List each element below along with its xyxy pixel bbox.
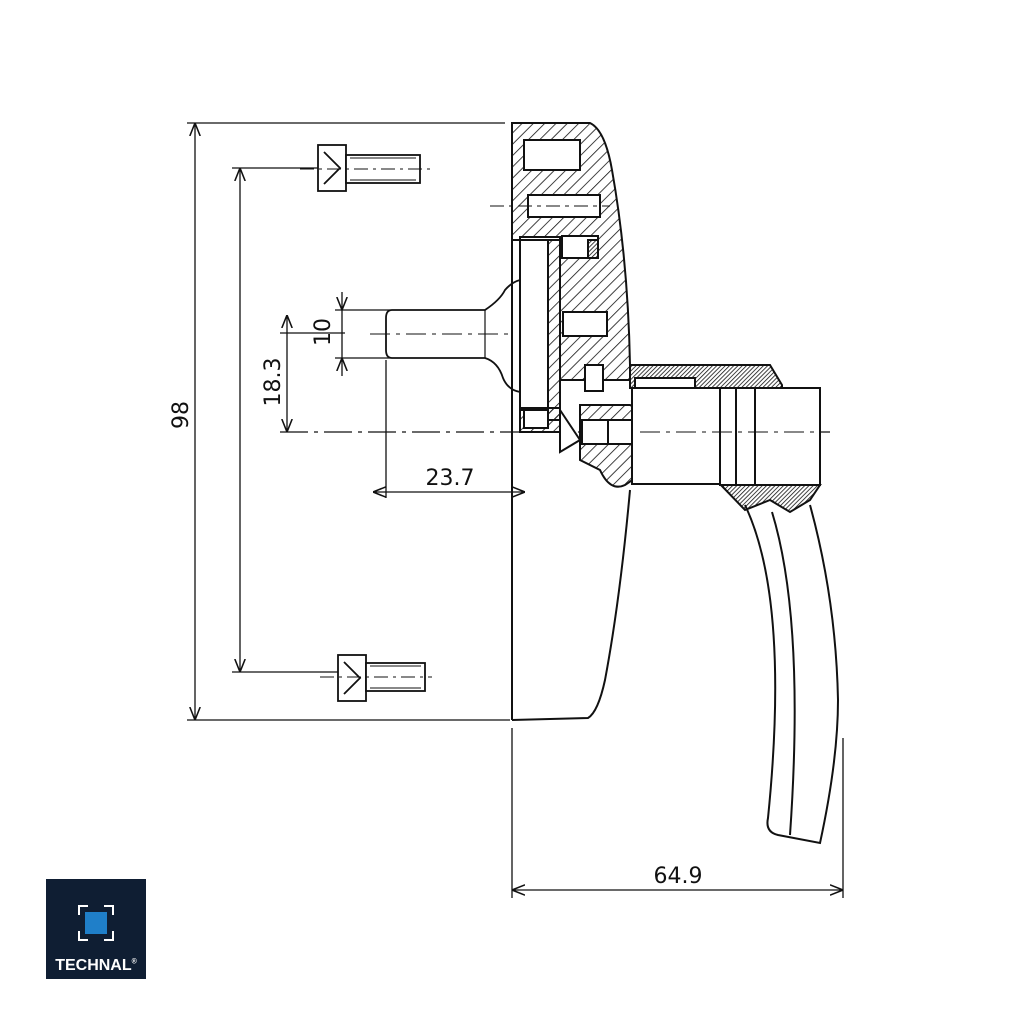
label-spindle-size: 10 — [311, 318, 336, 346]
label-spindle-length: 23.7 — [426, 466, 475, 491]
dimension-projection — [511, 728, 844, 898]
top-screw — [300, 144, 430, 192]
logo-text: TECHNAL® — [55, 957, 137, 974]
handle-body — [490, 122, 654, 721]
spindle — [370, 278, 521, 394]
label-projection: 64.9 — [654, 864, 703, 889]
bottom-screw — [320, 654, 432, 702]
dimension-screw-spacing — [232, 167, 340, 673]
dimension-overall-height — [187, 122, 510, 721]
lever — [629, 364, 840, 845]
logo-square-icon — [78, 905, 114, 941]
label-spindle-offset: 18.3 — [261, 358, 286, 407]
technal-logo: TECHNAL® — [46, 879, 146, 979]
dimension-spindle-length — [373, 360, 525, 498]
dimension-spindle-size — [335, 292, 390, 376]
label-overall-height: 98 — [169, 401, 194, 429]
